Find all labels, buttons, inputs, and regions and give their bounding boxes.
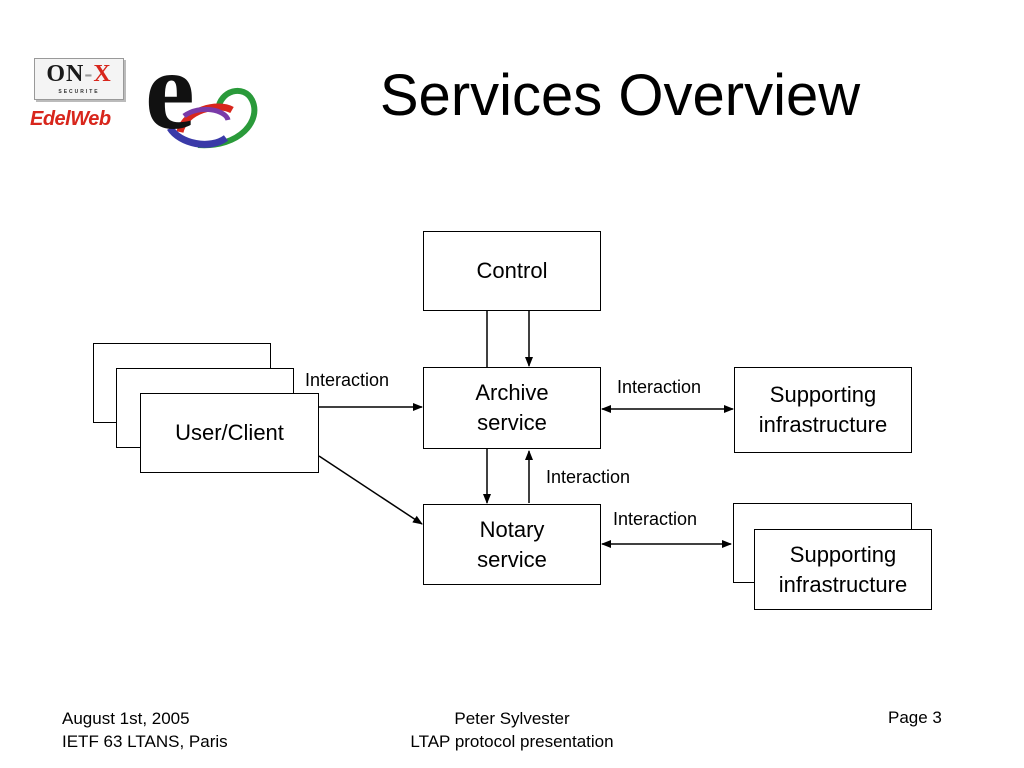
archive-label: Archive [475, 380, 549, 405]
notary-label: service [477, 546, 547, 572]
archive-label: service [477, 410, 547, 435]
archive-service-box: Archive service [423, 367, 601, 449]
logo-subtext: SECURITE [58, 89, 100, 95]
company-logo: ON-X SECURITE EdelWeb e [30, 40, 270, 150]
footer-date: August 1st, 2005 [62, 709, 190, 728]
logo-letter: N [65, 61, 85, 87]
page-number: Page 3 [888, 708, 942, 727]
supporting-infrastructure-box-2: Supporting infrastructure [754, 529, 932, 610]
user-client-label: User/Client [175, 420, 284, 445]
edelweb-e-icon: e [145, 40, 258, 150]
interaction-label: Interaction [305, 370, 390, 390]
interaction-label: Interaction [613, 509, 698, 529]
supporting-label: infrastructure [778, 571, 908, 597]
slide-title: Services Overview [379, 63, 861, 128]
edelweb-wordmark: EdelWeb [30, 108, 111, 130]
footer-event: IETF 63 LTANS, Paris [62, 732, 228, 751]
onx-logo: ON-X SECURITE [34, 58, 124, 100]
control-box: Control [423, 231, 601, 311]
logo-letter: O [46, 61, 66, 87]
user-notary-arrow [318, 455, 423, 525]
svg-text:e: e [145, 40, 195, 150]
supporting-label: Supporting [769, 382, 877, 407]
user-client-box: User/Client [140, 393, 319, 473]
footer-center: Peter Sylvester LTAP protocol presentati… [380, 707, 644, 753]
footer-left: August 1st, 2005 IETF 63 LTANS, Paris [62, 707, 228, 753]
footer-author: Peter Sylvester [454, 709, 570, 728]
supporting-label: Supporting [789, 541, 897, 567]
interaction-label: Interaction [617, 377, 702, 397]
supporting-label: infrastructure [758, 412, 888, 437]
logo-letter: X [93, 61, 112, 87]
interaction-label: Interaction [546, 467, 631, 487]
notary-service-box: Notary service [423, 504, 601, 585]
control-label: Control [476, 258, 548, 283]
footer-presentation: LTAP protocol presentation [410, 732, 614, 751]
supporting-infrastructure-box: Supporting infrastructure [734, 367, 912, 453]
notary-label: Notary [479, 516, 545, 542]
